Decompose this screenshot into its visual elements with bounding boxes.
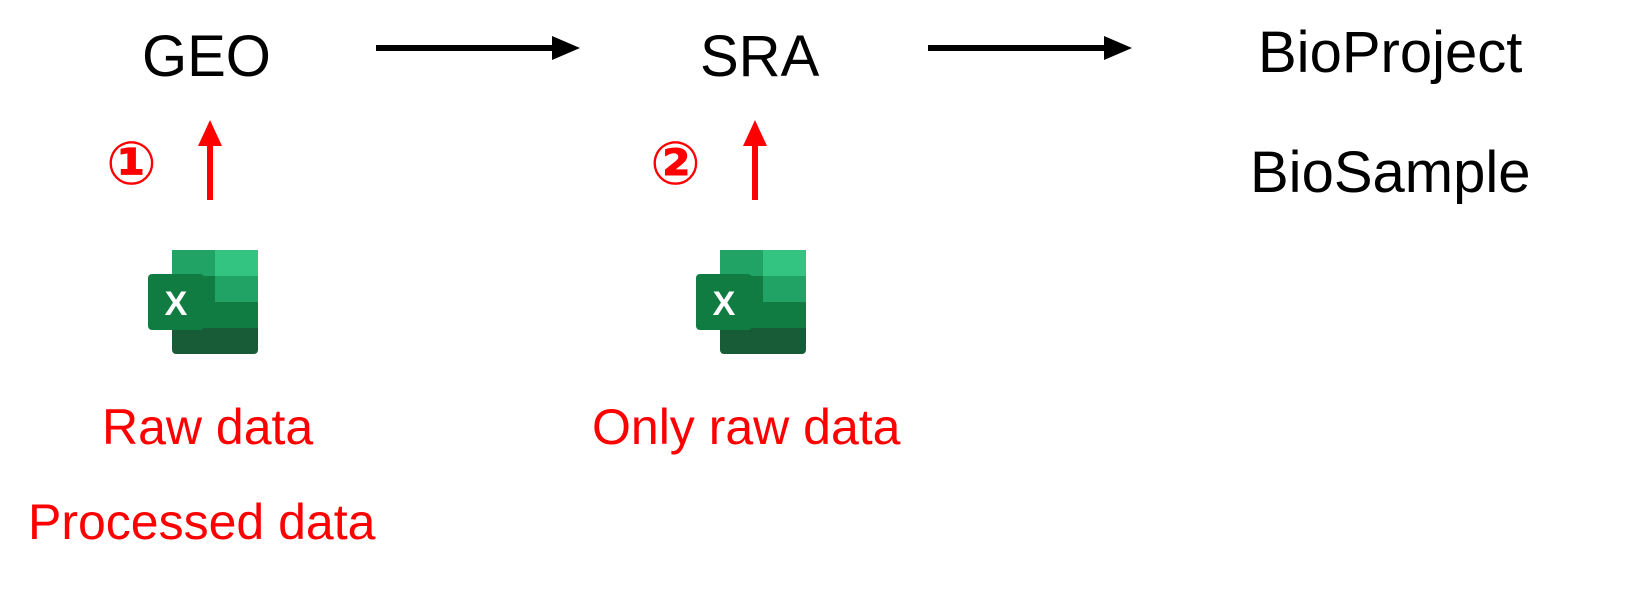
excel-icon: X bbox=[696, 250, 806, 354]
excel-letter: X bbox=[713, 285, 736, 323]
step-2-number: ② bbox=[650, 130, 701, 197]
right-arrow-icon bbox=[928, 36, 1132, 60]
excel-letter: X bbox=[165, 285, 188, 323]
excel-icon: X bbox=[148, 250, 258, 354]
biosample-node-label: BioSample bbox=[1250, 140, 1531, 205]
step-1-number: ① bbox=[106, 130, 157, 197]
right-arrow-icon bbox=[376, 36, 580, 60]
sra-raw-data-note: Only raw data bbox=[592, 399, 901, 455]
bioproject-node-label: BioProject bbox=[1258, 20, 1523, 85]
sra-node-label: SRA bbox=[700, 24, 820, 89]
up-arrow-icon bbox=[743, 120, 767, 200]
geo-raw-data-note: Raw data bbox=[102, 399, 314, 455]
geo-node-label: GEO bbox=[142, 24, 271, 89]
geo-processed-data-note: Processed data bbox=[28, 494, 376, 550]
up-arrow-icon bbox=[198, 120, 222, 200]
